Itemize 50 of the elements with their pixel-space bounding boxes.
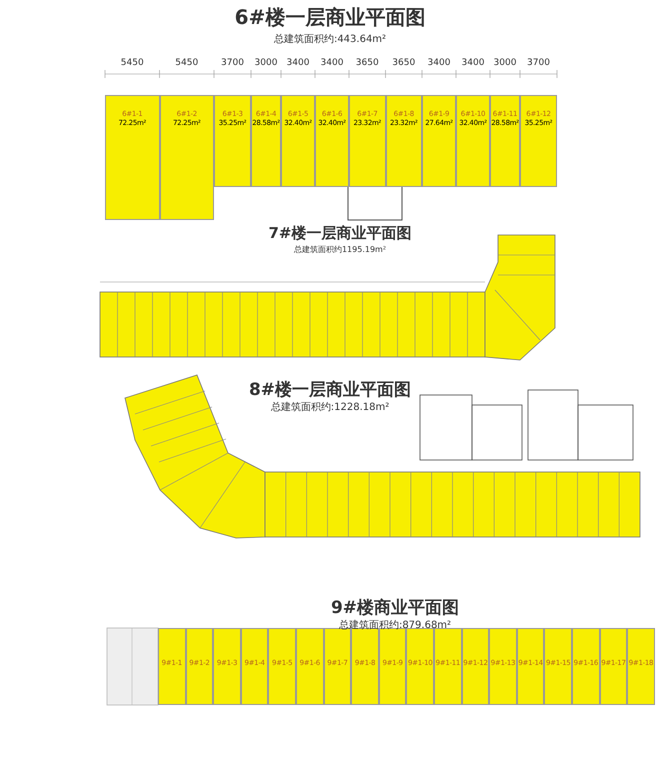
total-area: 总建筑面积约1195.19m² xyxy=(294,244,386,255)
shop-unit xyxy=(240,628,268,705)
shop-unit xyxy=(572,628,600,705)
shop-unit xyxy=(600,628,628,705)
dimension-label: 3650 xyxy=(392,58,416,68)
plan-title: 6#楼一层商业平面图 xyxy=(234,4,426,31)
shop-unit xyxy=(186,628,214,705)
total-area: 总建筑面积约:443.64m² xyxy=(274,32,386,46)
dimension-label: 3400 xyxy=(286,58,310,68)
shop-unit xyxy=(105,95,160,220)
shop-unit xyxy=(158,628,186,705)
shop-unit xyxy=(462,628,490,705)
dimension-label: 5450 xyxy=(175,58,198,68)
dimension-label: 3700 xyxy=(527,58,550,68)
dimension-label: 3400 xyxy=(462,58,484,68)
shop-unit xyxy=(351,628,379,705)
shop-unit xyxy=(490,95,520,187)
shop-unit xyxy=(324,628,352,705)
shop-unit xyxy=(406,628,434,705)
dimension-label: 3650 xyxy=(356,58,379,68)
shop-unit xyxy=(214,95,251,187)
shop-unit xyxy=(315,95,349,187)
shop-unit xyxy=(516,628,544,705)
plan-title: 7#楼一层商业平面图 xyxy=(268,224,412,243)
dimension-label: 3000 xyxy=(494,58,516,68)
shop-unit xyxy=(349,95,386,187)
dimension-label: 3400 xyxy=(320,58,344,68)
dimension-label: 3000 xyxy=(254,58,278,68)
shop-unit xyxy=(213,628,241,705)
shop-unit xyxy=(251,95,281,187)
shop-unit xyxy=(544,628,572,705)
shop-unit xyxy=(268,628,296,705)
shop-unit xyxy=(627,628,655,705)
plan-title: 8#楼一层商业平面图 xyxy=(248,379,412,401)
dimension-label: 5450 xyxy=(120,58,144,68)
shop-unit xyxy=(489,628,517,705)
shop-unit xyxy=(386,95,422,187)
shop-unit xyxy=(422,95,456,187)
total-area: 总建筑面积约:1228.18m² xyxy=(270,400,390,414)
dimension-label: 3400 xyxy=(428,58,450,68)
shop-unit xyxy=(456,95,490,187)
dimension-label: 3700 xyxy=(221,58,244,68)
shop-unit xyxy=(296,628,324,705)
total-area: 总建筑面积约:879.68m² xyxy=(338,618,452,632)
shop-unit xyxy=(520,95,557,187)
shop-unit xyxy=(160,95,214,220)
shop-unit xyxy=(281,95,315,187)
shop-unit xyxy=(434,628,462,705)
plan-title: 9#楼商业平面图 xyxy=(330,597,460,619)
shop-unit xyxy=(378,628,406,705)
